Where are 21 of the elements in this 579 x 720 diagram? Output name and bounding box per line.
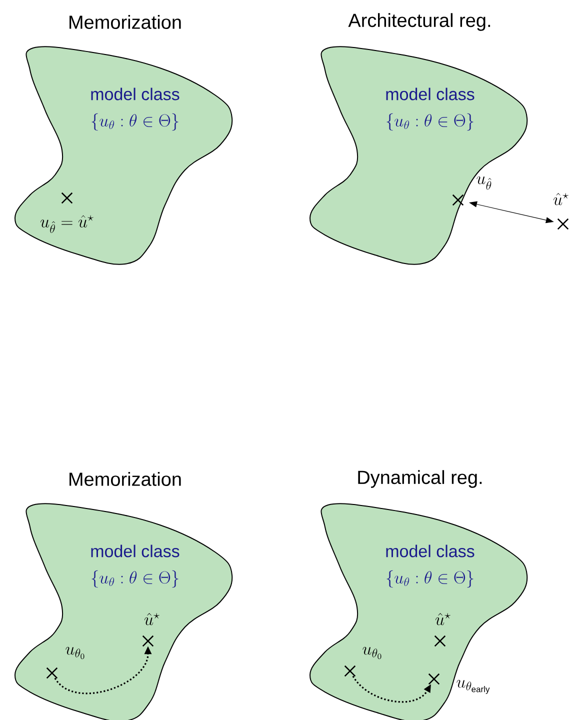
panel-title: Memorization <box>70 472 181 486</box>
point-label: $\hat u^\star$ <box>435 612 450 626</box>
set-formula: $\{u_\theta : \theta \in \Theta\}$ <box>386 570 474 588</box>
panel-title: Dynamical reg. <box>358 470 482 488</box>
point-label: $u_{\theta_0}$ <box>66 646 84 660</box>
model-class-label: model class <box>386 88 474 100</box>
set-formula: $\{u_\theta : \theta \in \Theta\}$ <box>92 113 178 131</box>
set-formula: $\{u_\theta : \theta \in \Theta\}$ <box>92 570 178 588</box>
set-formula: $\{u_\theta : \theta \in \Theta\}$ <box>386 113 474 131</box>
point-label: $u_{\hat\theta} = \hat u^\star$ <box>40 215 94 233</box>
arrow <box>352 676 431 703</box>
panel-title: Architectural reg. <box>348 13 490 31</box>
point-label: $u_{\theta_0}$ <box>362 646 382 660</box>
model-class-label: model class <box>386 544 474 558</box>
point-label: $\hat u^\star$ <box>553 192 568 206</box>
panel-title: Memorization <box>70 15 181 29</box>
model-class-label: model class <box>91 544 180 558</box>
model-class-label: model class <box>91 88 180 100</box>
point-label: $u_{\theta_{\mathrm{early}}}$ <box>456 680 490 694</box>
point-label: $\hat u^\star$ <box>144 612 160 626</box>
point-label: $u_{\hat\theta}$ <box>476 176 492 190</box>
